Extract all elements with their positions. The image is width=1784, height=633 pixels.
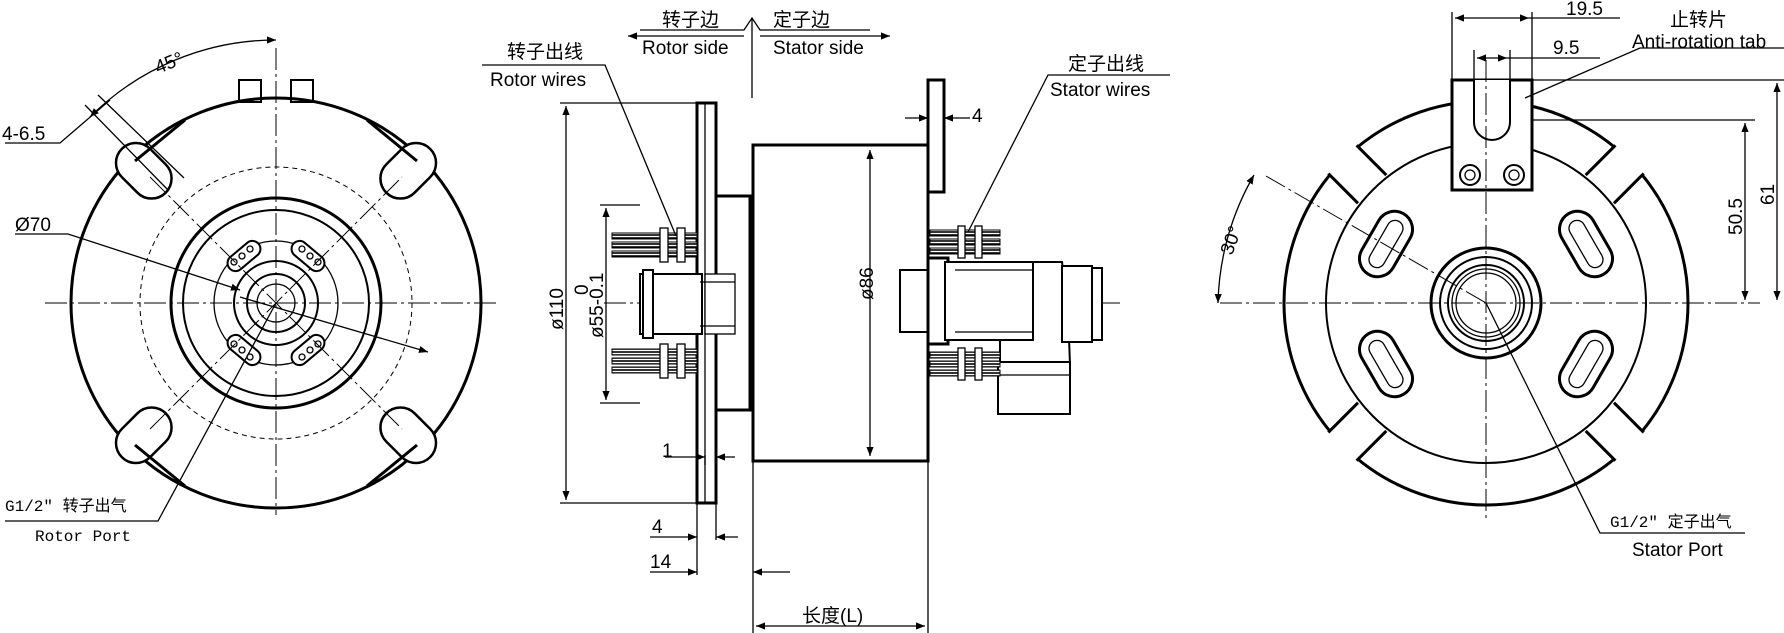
flange-gap <box>1584 142 1647 205</box>
rotor-shaft <box>704 273 736 335</box>
stator-port-en: Stator Port <box>1632 540 1724 561</box>
connector-slot <box>1358 329 1414 399</box>
holes-dim-label: 4-6.5 <box>2 124 45 145</box>
rotor-side-en: Rotor side <box>642 38 729 59</box>
connector-slot <box>1558 329 1614 399</box>
dia86-label: ø86 <box>857 267 878 300</box>
dim-14-label: 14 <box>650 552 672 573</box>
stator-end-view: 30° 19.5 9.5 50.5 61 止转片 Anti-rotation t… <box>1214 0 1784 561</box>
tab-screw-right-inner <box>1508 169 1520 181</box>
elbow-body <box>944 261 1034 341</box>
stator-wires-en: Stator wires <box>1050 80 1150 101</box>
side-view: 转子边 定子边 Rotor side Stator side ø86 <box>482 9 1170 633</box>
rotor-wires-cn: 转子出线 <box>507 41 583 63</box>
rotor-port-label-cn: G1/2″ 转子出气 <box>5 497 127 516</box>
elbow-fitting-down <box>997 361 1071 415</box>
rotor-wires-lower <box>611 343 698 379</box>
flange-gap <box>1325 142 1388 205</box>
connector-slot <box>1358 209 1414 279</box>
length-label: 长度(L) <box>802 605 863 627</box>
dia55-label: ø55-0.1 <box>587 273 608 338</box>
stator-side-en: Stator side <box>773 38 864 59</box>
slot-dim-line <box>97 94 185 179</box>
rotor-wires-en: Rotor wires <box>490 70 586 91</box>
rotor-wires-leader <box>482 64 677 237</box>
dim-9-5-label: 9.5 <box>1553 38 1579 59</box>
dim-50-5-label: 50.5 <box>1726 198 1747 235</box>
flange-gap <box>1584 401 1647 464</box>
angle-45-label: 45° <box>152 48 187 78</box>
wire-bundle <box>290 239 326 273</box>
dim-61-label: 61 <box>1758 184 1779 205</box>
stator-port-cn: G1/2″ 定子出气 <box>1610 513 1732 532</box>
angle-30-label: 30° <box>1217 224 1247 258</box>
tab-slot <box>1473 80 1511 141</box>
slot-upper-right <box>379 141 438 200</box>
dim-19-5-label: 19.5 <box>1566 0 1603 20</box>
tab-thickness-label: 4 <box>972 106 983 127</box>
side-header-line <box>640 16 870 31</box>
stator-wires-cn: 定子出线 <box>1068 53 1144 75</box>
rotor-end-view: 45° 4-6.5 Ø70 G1/2″ 转子出气 Rotor Port <box>2 36 500 546</box>
rotor-port-label-en: Rotor Port <box>35 528 131 546</box>
rotor-port-leader <box>5 302 277 522</box>
dia55-tol-label: 0 <box>572 284 593 295</box>
flange-notch <box>366 443 418 488</box>
rotor-port-hex <box>642 269 654 339</box>
top-lug-right <box>290 79 314 103</box>
connector-slot <box>1558 209 1614 279</box>
elbow-fitting-right <box>1061 265 1093 343</box>
angled-centerline <box>1265 175 1487 304</box>
rotor-side-cn: 转子边 <box>662 9 719 31</box>
stator-tab <box>926 78 946 194</box>
angle-30-arc <box>1214 174 1255 304</box>
tab-screw-left <box>1459 164 1481 186</box>
angle-dim-arc <box>89 36 277 118</box>
tab-screw-left-inner <box>1464 169 1476 181</box>
dia110-label: ø110 <box>547 288 568 330</box>
stator-wires-upper <box>929 225 1001 259</box>
flange-gap <box>1325 401 1388 464</box>
slot-lower-right <box>379 406 438 465</box>
dia70-label: Ø70 <box>15 215 51 236</box>
stator-port-nut <box>899 269 931 333</box>
wire-bundle <box>226 239 262 273</box>
stator-wires-leader <box>967 74 1170 233</box>
flange-notch <box>134 443 186 488</box>
elbow-fitting-cap <box>1091 267 1103 341</box>
stator-port-leader <box>1485 302 1745 534</box>
holes-leader <box>5 99 111 144</box>
flange-notch <box>366 118 418 163</box>
dim-4-label: 4 <box>652 517 663 538</box>
flange-gap-edges <box>1327 144 1645 462</box>
anti-rotation-en: Anti-rotation tab <box>1632 32 1766 53</box>
anti-rotation-leader <box>1524 47 1784 99</box>
tab-screw-right <box>1503 164 1525 186</box>
radial-dim-line <box>239 296 429 353</box>
anti-rotation-cn: 止转片 <box>1670 9 1727 31</box>
wire-bundle <box>290 333 326 367</box>
stator-wires-lower <box>929 347 1001 381</box>
flange-notch <box>134 118 186 163</box>
main-housing <box>751 143 930 463</box>
dim-1-label: 1 <box>662 441 673 462</box>
rotor-wires-upper <box>611 227 698 263</box>
stator-side-cn: 定子边 <box>773 9 830 31</box>
dia70-leader <box>15 233 241 291</box>
slot-dim-line <box>84 104 169 191</box>
